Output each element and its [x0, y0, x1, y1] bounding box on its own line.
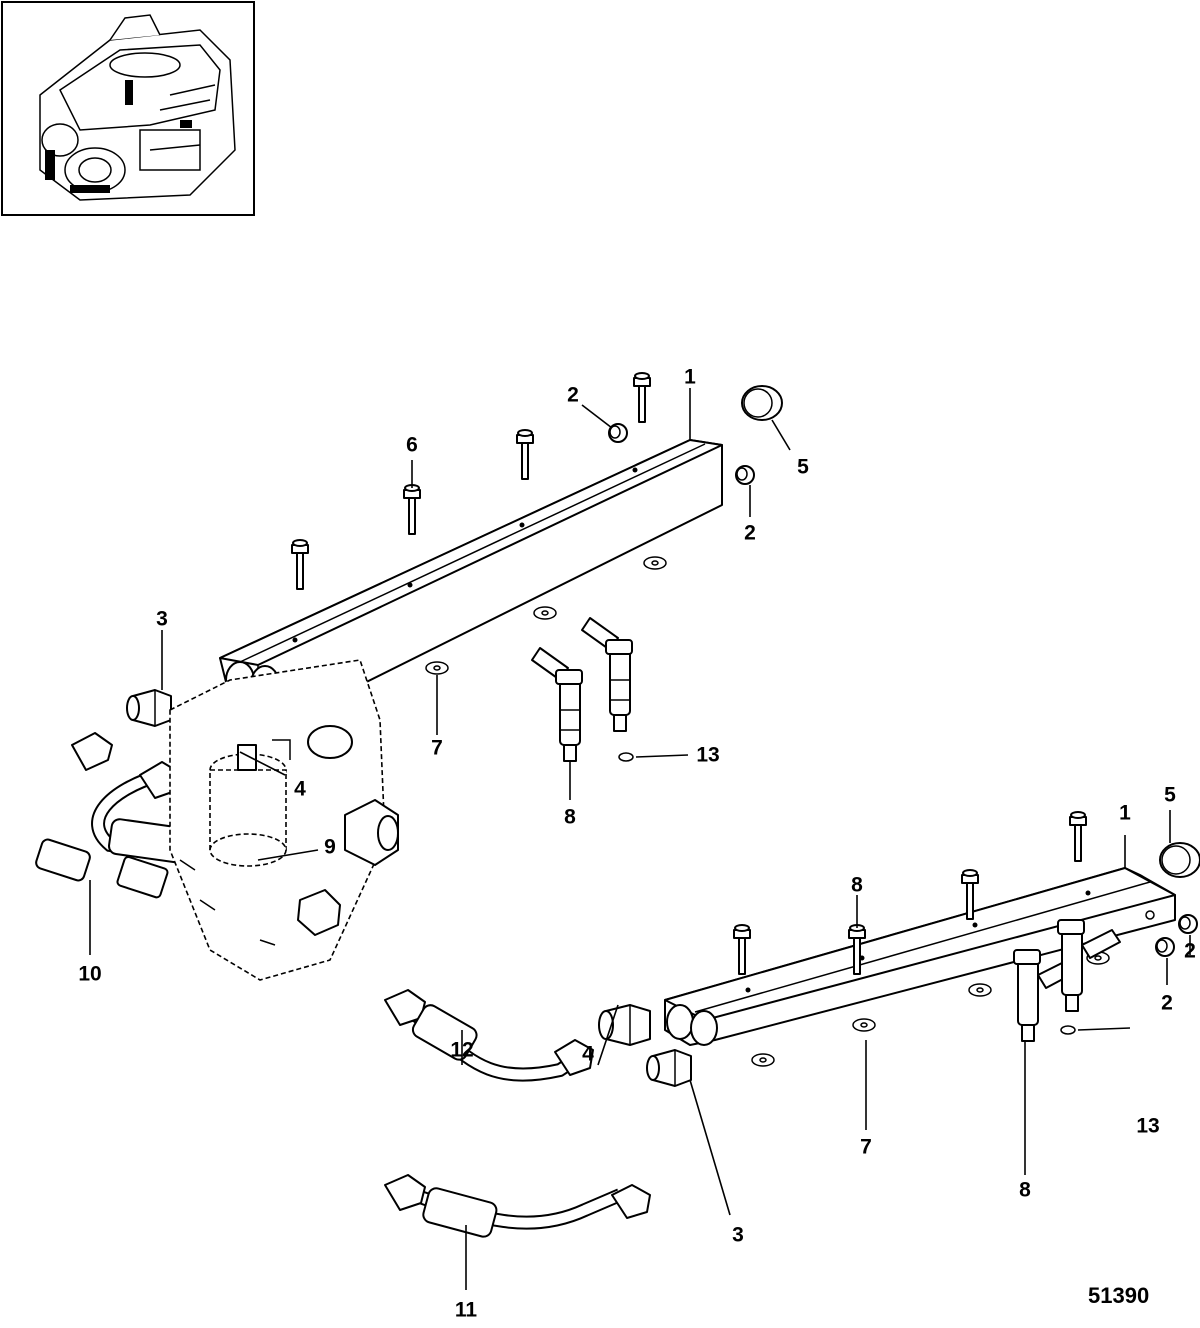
callout-4: 4 [294, 777, 306, 801]
callout-6: 6 [406, 433, 418, 457]
callout-11: 11 [454, 1298, 478, 1322]
rail-bolts [291, 372, 1087, 975]
injectors-upper [531, 617, 634, 762]
callout-7: 7 [860, 1135, 872, 1159]
callout-9: 9 [324, 835, 336, 859]
callout-7: 7 [431, 736, 443, 760]
callout-5: 5 [1164, 783, 1176, 807]
callout-1: 1 [684, 365, 696, 389]
callout-8: 8 [1019, 1178, 1031, 1202]
plugs-and-caps [608, 385, 1200, 957]
callout-2: 2 [567, 383, 579, 407]
figure-number: 51390 [1088, 1283, 1150, 1308]
callout-10: 10 [78, 962, 102, 986]
callout-13: 13 [696, 743, 720, 767]
callout-4: 4 [582, 1042, 594, 1066]
fuel-pump [169, 659, 399, 981]
injectors-lower [1013, 919, 1121, 1042]
callout-8: 8 [851, 873, 863, 897]
fuel-lines-lower [384, 989, 651, 1238]
engine-thumbnail [1, 1, 255, 216]
callout-5: 5 [797, 455, 809, 479]
callout-8: 8 [564, 805, 576, 829]
fuel-rail-lower [664, 867, 1176, 1046]
callout-12: 12 [450, 1038, 474, 1062]
callout-2: 2 [1161, 991, 1173, 1015]
fuel-rail-upper [219, 439, 723, 721]
callout-3: 3 [156, 607, 168, 631]
callout-1: 1 [1119, 801, 1131, 825]
callout-2: 2 [744, 521, 756, 545]
callout-2: 2 [1184, 939, 1196, 963]
callout-13: 13 [1136, 1114, 1160, 1138]
leader-lines [89, 388, 1191, 1290]
callout-3: 3 [732, 1223, 744, 1247]
